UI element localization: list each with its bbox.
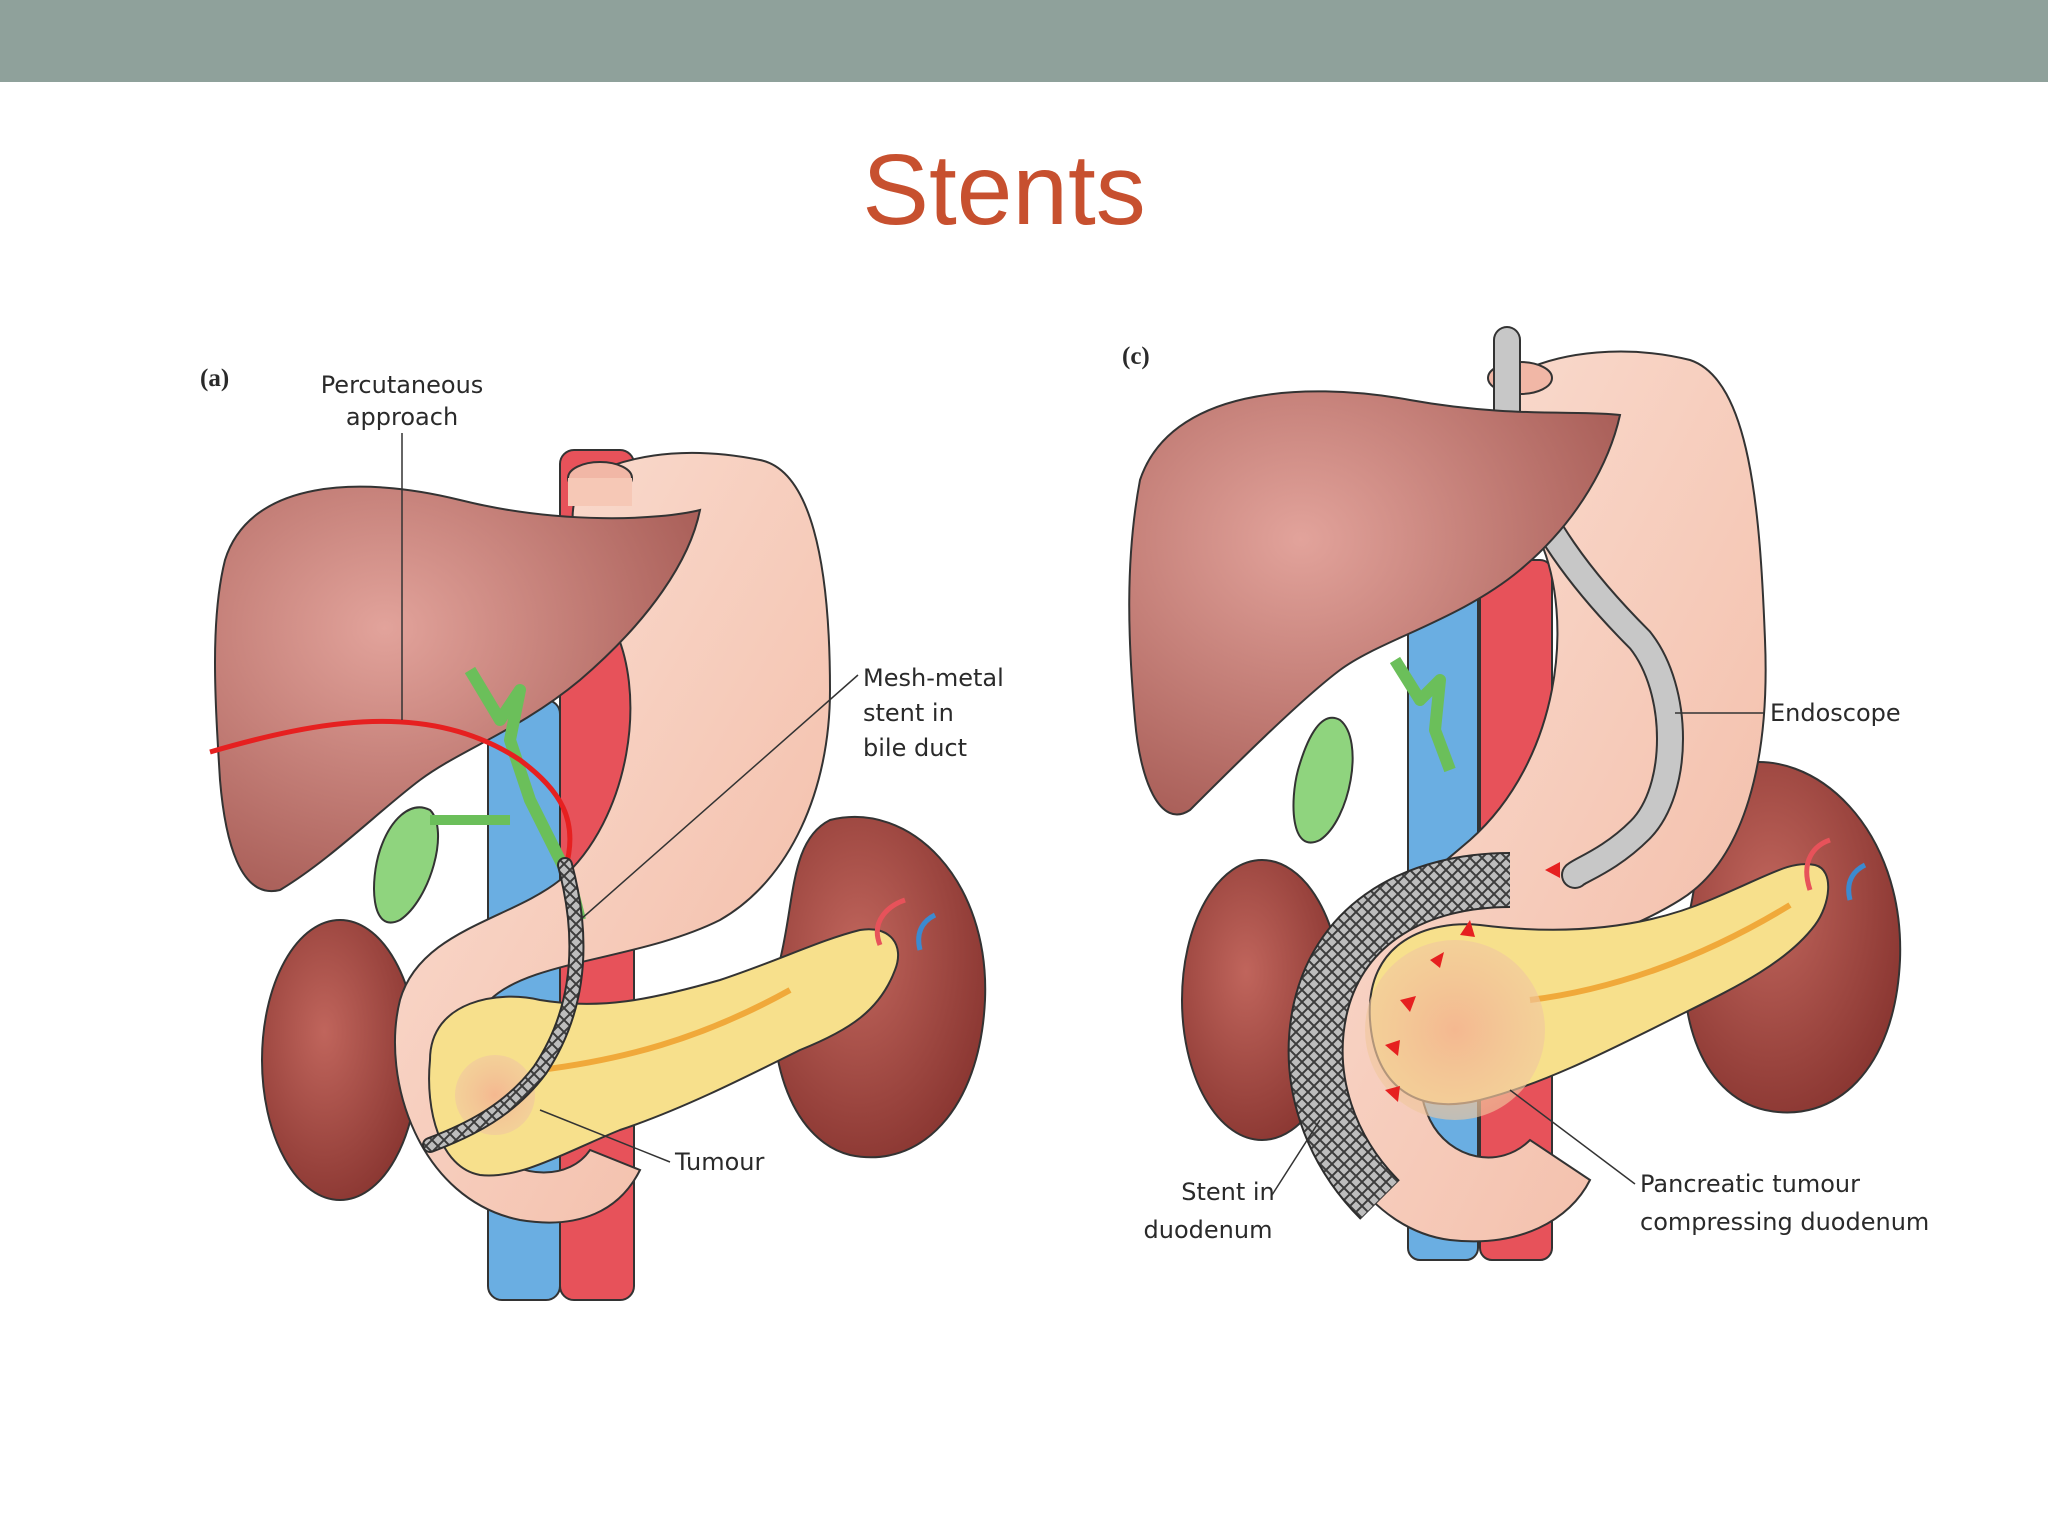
bile-duct-c [1389, 656, 1456, 773]
tumour-c [1365, 940, 1545, 1120]
tumour-c-label-line1: Pancreatic tumour [1640, 1170, 1860, 1198]
pancreatic-duct-c [1529, 902, 1792, 1003]
panel-a: (a) Percutaneous [200, 365, 1004, 1301]
tumour-a-label: Tumour [674, 1148, 765, 1176]
duodenal-stent [1289, 854, 1511, 1219]
compression-arrows [1385, 862, 1560, 1102]
endoscope-label: Endoscope [1770, 699, 1901, 727]
tumour-a [455, 1055, 535, 1135]
stomach-a [394, 451, 832, 1224]
percutaneous-label-line2: approach [346, 403, 458, 431]
liver-c [1128, 390, 1622, 816]
percutaneous-label-line1: Percutaneous [321, 371, 484, 399]
stent-c-label-line1: Stent in [1181, 1178, 1275, 1206]
tumour-a-leader [539, 1109, 671, 1163]
gallbladder-c [1292, 717, 1354, 844]
slide-title: Stents [862, 134, 1146, 246]
header-bar [0, 0, 2048, 82]
stent-a-label-line1: Mesh-metal [863, 664, 1004, 692]
gallbladder-a [373, 806, 439, 924]
stent-a-label-line2: stent in [863, 699, 954, 727]
liver-a [214, 485, 702, 893]
panel-c: (c) [1122, 326, 1929, 1261]
tumour-c-leader [1509, 1089, 1636, 1185]
stent-c-leader [1271, 1119, 1321, 1196]
stent-a-label-line3: bile duct [863, 734, 967, 762]
tumour-c-label-line2: compressing duodenum [1640, 1208, 1929, 1236]
panel-c-letter: (c) [1122, 343, 1150, 370]
pancreatic-duct-a [539, 987, 792, 1073]
percutaneous-wire [209, 718, 573, 871]
kidney-left-a [261, 919, 419, 1201]
panel-a-letter: (a) [200, 365, 229, 392]
stent-a-leader [579, 674, 859, 921]
stent-c-label-line2: duodenum [1144, 1216, 1273, 1244]
